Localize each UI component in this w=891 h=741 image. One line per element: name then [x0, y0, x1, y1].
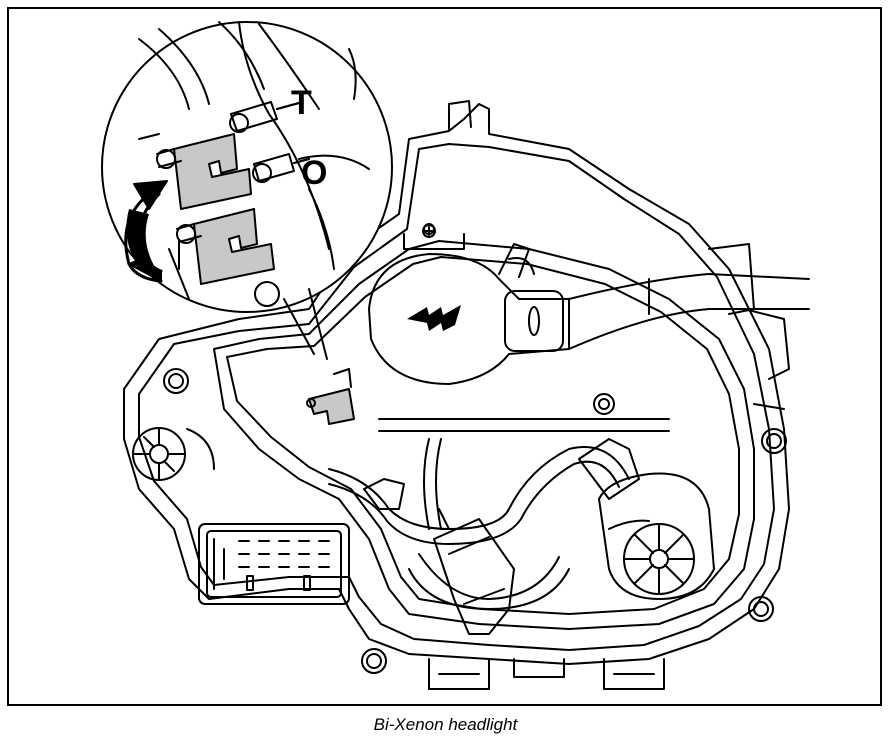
- label-t: T: [291, 84, 312, 122]
- wiring-harness: [328, 418, 670, 610]
- left-adjuster-gear: [132, 427, 215, 481]
- headlight-housing: [123, 100, 790, 665]
- rotation-arrow-icon: [124, 180, 168, 283]
- label-o: O: [301, 154, 327, 192]
- label-leaders: [276, 102, 310, 164]
- detail-magnifier: [101, 21, 393, 360]
- leveling-motor: [578, 438, 715, 600]
- figure-caption: Bi-Xenon headlight: [373, 715, 518, 734]
- illustration-frame: T O: [7, 7, 882, 706]
- bulb-clip: [498, 243, 535, 278]
- harness-plug: [433, 518, 515, 635]
- cover-clip-detail-upper: [156, 133, 252, 210]
- high-voltage-arrow-icon: [407, 305, 461, 331]
- cover-clip-detail-lower: [176, 208, 275, 285]
- bottom-tabs: [428, 658, 665, 690]
- screw-icon: [403, 224, 465, 250]
- cover-clip-installed: [306, 368, 355, 425]
- xenon-igniter: [368, 253, 810, 385]
- connector-socket: [198, 523, 350, 605]
- headlight-diagram: T O: [101, 21, 810, 690]
